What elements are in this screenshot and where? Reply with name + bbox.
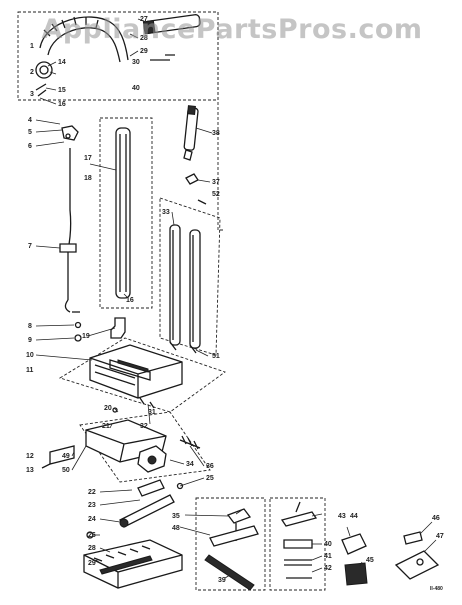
label-48: 48 [172, 525, 180, 532]
handle-frame [99, 117, 153, 309]
label-10: 10 [26, 352, 34, 359]
label-16: 16 [58, 101, 66, 108]
label-4: 4 [28, 117, 32, 124]
label-50: 50 [62, 467, 70, 474]
label-52: 52 [212, 191, 220, 198]
label-17: 17 [84, 155, 92, 162]
tool-47 [394, 550, 440, 580]
part-labels: 27 28 29 30 40 1 14 2 15 3 16 4 5 6 17 1… [26, 16, 444, 592]
label-26: 26 [88, 532, 96, 539]
label-18: 18 [84, 175, 92, 182]
brush-strip-39 [204, 554, 255, 591]
label-39: 39 [218, 577, 226, 584]
filter-45 [344, 562, 368, 586]
label-37: 37 [212, 179, 220, 186]
hood [89, 344, 183, 399]
label-2: 2 [30, 69, 34, 76]
tools-frame-2 [269, 497, 326, 591]
label-15: 15 [58, 87, 66, 94]
label-16b: 16 [126, 297, 134, 304]
brush-roll [137, 479, 165, 497]
label-1: 1 [30, 43, 34, 50]
label-21: 21 [102, 423, 110, 430]
cord [67, 148, 72, 300]
label-3: 3 [30, 91, 34, 98]
label-19: 19 [82, 333, 90, 340]
adapter-46 [403, 531, 423, 545]
tube-frame [159, 197, 221, 356]
label-14: 14 [58, 59, 66, 66]
wand-right [189, 229, 201, 349]
label-9: 9 [28, 337, 32, 344]
cord-clip [59, 243, 77, 253]
label-38: 38 [212, 130, 220, 137]
handle-tube [115, 127, 131, 299]
crevice-tool-41 [283, 539, 313, 549]
label-32: 32 [140, 423, 148, 430]
hose [39, 16, 129, 61]
dust-brush [226, 508, 252, 524]
hose-coupling [35, 61, 53, 79]
nozzle-44 [341, 533, 367, 555]
wand-left [169, 224, 181, 346]
label-20: 20 [104, 405, 112, 412]
cord-hook [61, 125, 79, 141]
label-23: 23 [88, 502, 96, 509]
label-25: 25 [206, 475, 214, 482]
motor-frame [79, 411, 211, 483]
label-35: 35 [172, 513, 180, 520]
label-42: 42 [324, 565, 332, 572]
elbow-19 [110, 317, 126, 339]
label-8: 8 [28, 323, 32, 330]
spring-36 [179, 435, 201, 450]
label-36: 36 [206, 463, 214, 470]
upper-right-frame [217, 12, 225, 231]
tools-frame-1 [195, 497, 266, 591]
label-49: 49 [62, 453, 70, 460]
label-13: 13 [26, 467, 34, 474]
leader-lines [35, 18, 437, 579]
bracket-12 [49, 445, 75, 465]
clip-15 [35, 83, 47, 97]
label-44: 44 [350, 513, 358, 520]
label-12: 12 [26, 453, 34, 460]
label-28: 28 [140, 35, 148, 42]
floor-tool [209, 525, 259, 547]
label-40b: 40 [324, 541, 332, 548]
label-11: 11 [26, 367, 34, 374]
label-47: 47 [436, 533, 444, 540]
label-40: 40 [132, 85, 140, 92]
label-5: 5 [28, 129, 32, 136]
label-46: 46 [432, 515, 440, 522]
label-29b: 29 [88, 560, 96, 567]
label-31: 31 [148, 409, 156, 416]
drawing-code: II-480 [430, 586, 443, 592]
label-30: 30 [132, 59, 140, 66]
upholstery-tool [280, 511, 318, 527]
label-7: 7 [28, 243, 32, 250]
label-51: 51 [212, 353, 220, 360]
base-frame [58, 337, 226, 413]
label-34: 34 [186, 461, 194, 468]
label-27: 27 [140, 16, 148, 23]
label-29: 29 [140, 48, 148, 55]
label-28b: 28 [88, 545, 96, 552]
label-22: 22 [88, 489, 96, 496]
label-41: 41 [324, 553, 332, 560]
label-6: 6 [28, 143, 32, 150]
switch-37 [185, 173, 199, 185]
label-24: 24 [88, 516, 96, 523]
label-45: 45 [366, 557, 374, 564]
label-43: 43 [338, 513, 346, 520]
screws-32 [139, 397, 155, 409]
label-33: 33 [162, 209, 170, 216]
